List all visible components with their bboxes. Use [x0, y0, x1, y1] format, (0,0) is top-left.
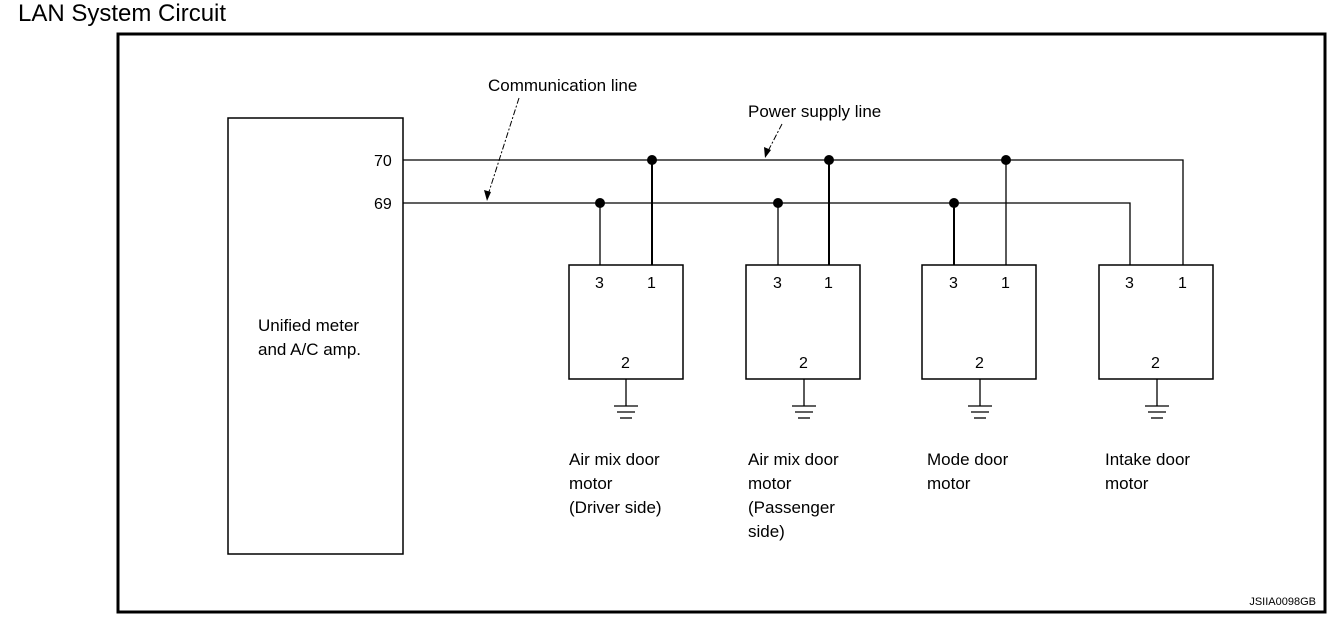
pin-3-label: 3 — [595, 275, 604, 292]
communication-line-leader — [486, 97, 520, 199]
amp-pin-70: 70 — [374, 153, 392, 170]
motor-label-line-1: Intake door — [1105, 450, 1190, 469]
motor-label-line-3: (Driver side) — [569, 498, 662, 517]
pin-1-label: 1 — [1178, 275, 1187, 292]
power-supply-line — [403, 159, 1184, 265]
motor-air-mix-passenger: 3 1 2 Air mix door motor (Passenger side… — [745, 155, 861, 541]
motor-air-mix-driver: 3 1 2 Air mix door motor (Driver side) — [568, 155, 684, 517]
pin-2-label: 2 — [799, 355, 808, 372]
motor-box — [921, 264, 1037, 380]
motor-label-line-2: motor — [569, 474, 613, 493]
motor-label-line-2: motor — [748, 474, 792, 493]
amp-pin-69: 69 — [374, 196, 392, 213]
motor-label-line-1: Mode door — [927, 450, 1009, 469]
power-supply-line-arrowhead — [764, 147, 771, 158]
motor-label-line-1: Air mix door — [748, 450, 839, 469]
pin-3-label: 3 — [949, 275, 958, 292]
pin-1-label: 1 — [647, 275, 656, 292]
pin-3-label: 3 — [1125, 275, 1134, 292]
junction-dot — [949, 198, 959, 208]
pin-3-label: 3 — [773, 275, 782, 292]
amp-label-line-1: Unified meter — [258, 316, 359, 335]
junction-dot — [824, 155, 834, 165]
motor-box — [1098, 264, 1214, 380]
pin-1-label: 1 — [1001, 275, 1010, 292]
pin-2-label: 2 — [975, 355, 984, 372]
motor-label-line-3: (Passenger — [748, 498, 835, 517]
amp-box — [227, 117, 404, 555]
ground-icon — [614, 379, 638, 419]
amp-label-line-2: and A/C amp. — [258, 340, 361, 359]
page-title: LAN System Circuit — [18, 0, 227, 27]
motor-label-line-2: motor — [1105, 474, 1149, 493]
communication-line — [403, 202, 1131, 265]
motor-mode-door: 3 1 2 Mode door motor — [921, 155, 1037, 493]
pin-2-label: 2 — [1151, 355, 1160, 372]
power-supply-line-label: Power supply line — [748, 102, 881, 121]
motor-intake-door: 3 1 2 Intake door motor — [1098, 264, 1214, 493]
motor-label-line-2: motor — [927, 474, 971, 493]
communication-line-arrowhead — [484, 190, 491, 201]
diagram-code: JSIIA0098GB — [1249, 596, 1316, 608]
motor-label-line-4: side) — [748, 522, 785, 541]
ground-icon — [792, 379, 816, 419]
diagram-frame — [116, 32, 1327, 614]
motor-box — [745, 264, 861, 380]
pin-1-label: 1 — [824, 275, 833, 292]
junction-dot — [1001, 155, 1011, 165]
junction-dot — [595, 198, 605, 208]
junction-dot — [647, 155, 657, 165]
motor-label-line-1: Air mix door — [569, 450, 660, 469]
pin-2-label: 2 — [621, 355, 630, 372]
ground-icon — [1145, 379, 1169, 419]
communication-line-label: Communication line — [488, 76, 637, 95]
ground-icon — [968, 379, 992, 419]
junction-dot — [773, 198, 783, 208]
